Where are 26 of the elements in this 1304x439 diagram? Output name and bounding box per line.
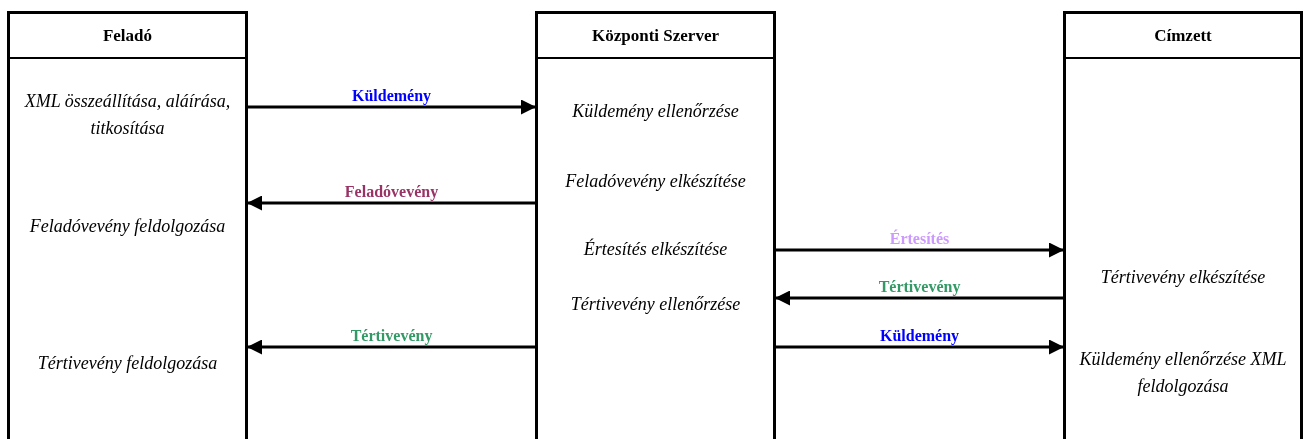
arrow [775, 290, 1064, 306]
step-text: Tértivevény feldolgozása [36, 351, 219, 375]
swimlane-column [535, 11, 776, 439]
arrow [247, 195, 536, 211]
arrow [247, 339, 536, 355]
step-text: Értesítés elkészítése [582, 237, 729, 261]
edge-label: Tértivevény [348, 327, 435, 345]
step-text: Küldemény ellenőrzése XML feldolgozása [1078, 348, 1288, 398]
step-text: XML összeállítása, aláírása, titkosítása [23, 90, 232, 140]
edge-label: Küldemény [877, 327, 962, 345]
swimlane-column [7, 11, 248, 439]
arrow [775, 339, 1064, 355]
arrow [247, 99, 536, 115]
edge-label: Küldemény [349, 87, 434, 105]
step-text: Tértivevény ellenőrzése [569, 292, 742, 316]
edge-label: Tértivevény [876, 278, 963, 296]
lane-title: Feladó [101, 26, 154, 46]
lane-title: Központi Szerver [591, 26, 720, 46]
step-text: Feladóvevény feldolgozása [28, 214, 227, 238]
swimlane-column [1063, 11, 1303, 439]
step-text: Tértivevény elkészítése [1099, 265, 1267, 289]
edge-label: Feladóvevény [342, 183, 441, 201]
step-text: Feladóvevény elkészítése [564, 169, 747, 193]
arrow [775, 242, 1064, 258]
lane-title: Címzett [1153, 26, 1213, 46]
step-text: Küldemény ellenőrzése [571, 99, 740, 123]
